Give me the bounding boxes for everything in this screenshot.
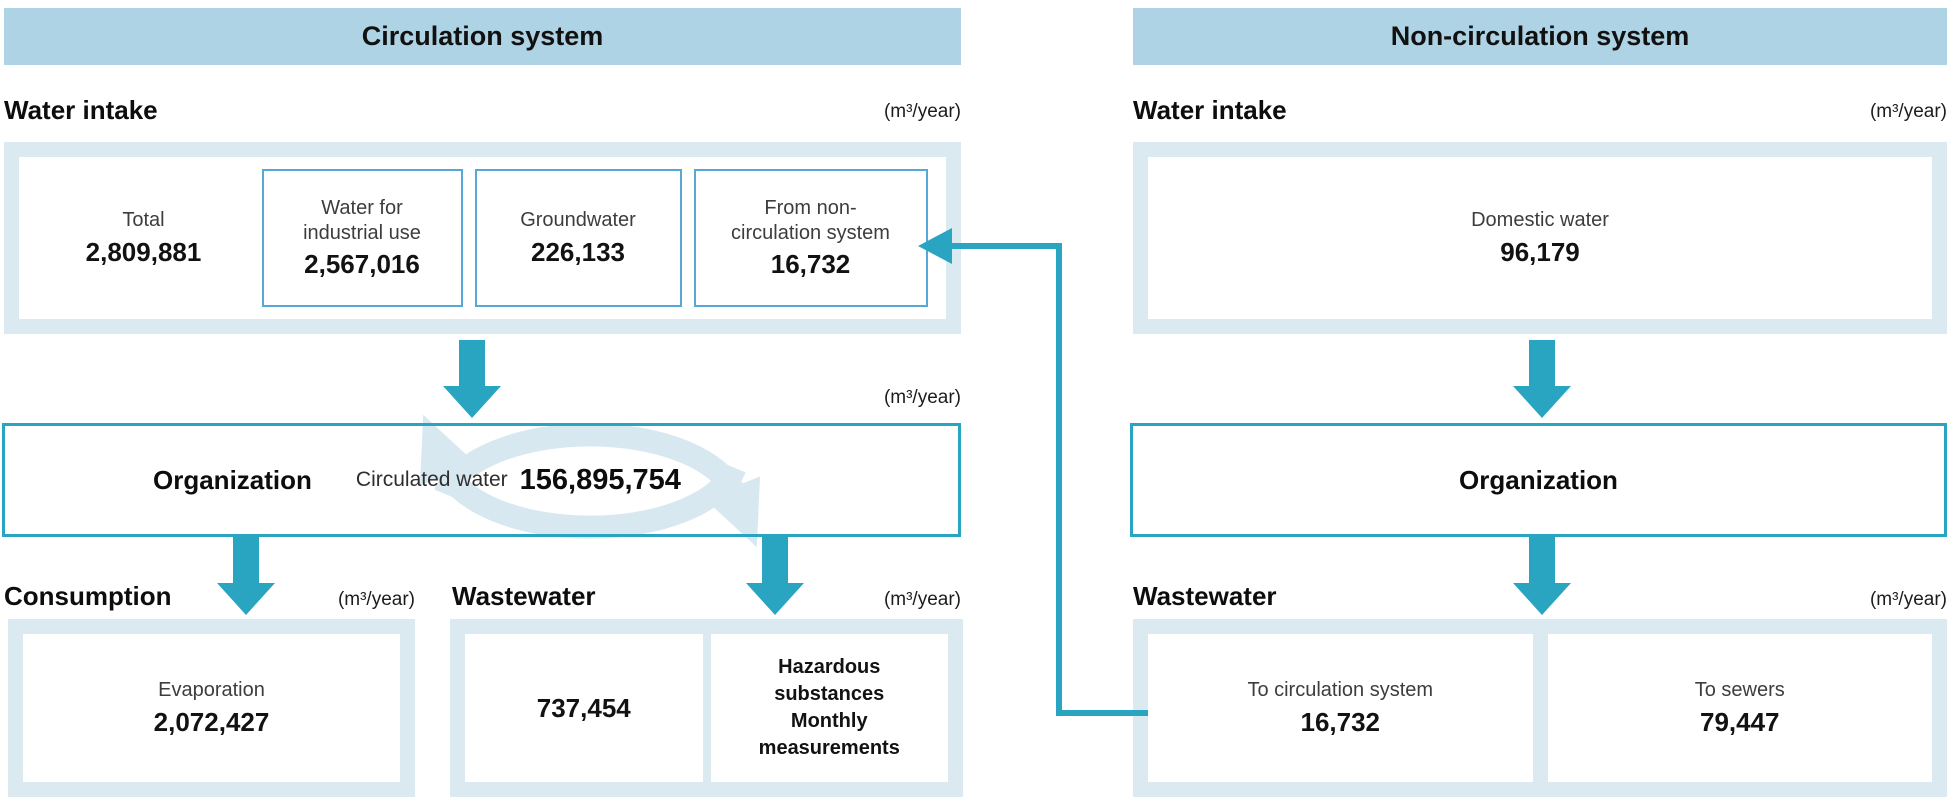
to-circulation-label: To circulation system <box>1247 679 1434 702</box>
wastewater-amount-value: 737,454 <box>536 692 631 723</box>
consumption-heading: Consumption <box>4 581 172 611</box>
left-intake-unit-label: (m³/year) <box>883 101 961 122</box>
consumption-panel: Evaporation 2,072,427 <box>8 619 415 797</box>
intake-box-from-noncirculation: From non-circulation system 16,732 <box>693 169 928 307</box>
right-wastewater-unit-label: (m³/year) <box>1869 589 1947 610</box>
left-intake-inner-box: Total 2,809,881 Water for industrial use… <box>19 157 946 319</box>
noncirculation-system-title: Non-circulation system <box>1390 21 1690 51</box>
circulation-system-title: Circulation system <box>361 21 604 51</box>
intake-noncirculation-value: 16,732 <box>770 248 851 279</box>
left-org-unit-label: (m³/year) <box>883 387 961 408</box>
intake-total-label: Total <box>122 209 165 232</box>
intake-box-groundwater: Groundwater 226,133 <box>474 169 682 307</box>
intake-noncirculation-label: From non-circulation system <box>731 197 890 244</box>
right-organization-title: Organization <box>1459 464 1618 495</box>
return-flow-connector-bottom <box>1056 710 1148 716</box>
left-organization-box: Organization Circulated water 156,895,75… <box>2 423 961 537</box>
right-wastewater-heading: Wastewater <box>1133 581 1277 611</box>
arrow-left-icon <box>918 228 952 264</box>
circulation-recycle-icon <box>419 414 761 548</box>
intake-industrial-value: 2,567,016 <box>304 248 420 279</box>
left-organization-title: Organization <box>153 464 312 495</box>
intake-groundwater-value: 226,133 <box>531 236 625 267</box>
flow-arrow-down-icon <box>746 537 804 615</box>
consumption-box: Evaporation 2,072,427 <box>23 634 400 782</box>
domestic-water-value: 96,179 <box>1500 236 1580 267</box>
left-intake-panel: Total 2,809,881 Water for industrial use… <box>4 142 961 334</box>
wastewater-amount-box: 737,454 <box>465 634 703 782</box>
right-intake-unit-label: (m³/year) <box>1869 101 1947 122</box>
return-flow-connector-top <box>948 243 1062 249</box>
wastewater-hazardous-box: Hazardous substances Monthly measurement… <box>710 634 948 782</box>
return-flow-connector-vertical <box>1056 243 1062 716</box>
to-sewers-value: 79,447 <box>1699 706 1780 737</box>
intake-total-cell: Total 2,809,881 <box>38 169 250 307</box>
to-sewers-box: To sewers 79,447 <box>1547 634 1932 782</box>
flow-arrow-down-icon <box>1513 537 1571 615</box>
left-wastewater-panel: 737,454 Hazardous substances Monthly mea… <box>450 619 963 797</box>
to-circulation-value: 16,732 <box>1300 706 1381 737</box>
flow-arrow-down-icon <box>1513 340 1571 418</box>
to-circulation-box: To circulation system 16,732 <box>1148 634 1533 782</box>
intake-industrial-label: Water for industrial use <box>303 197 421 244</box>
circulation-system-header: Circulation system <box>4 8 961 65</box>
left-wastewater-heading: Wastewater <box>452 581 596 611</box>
flow-arrow-down-icon <box>217 537 275 615</box>
intake-box-industrial: Water for industrial use 2,567,016 <box>261 169 463 307</box>
left-water-intake-heading: Water intake <box>4 95 158 125</box>
evaporation-value: 2,072,427 <box>153 706 270 737</box>
circulated-water-label: Circulated water <box>355 468 508 491</box>
right-organization-box: Organization <box>1130 423 1947 537</box>
intake-groundwater-label: Groundwater <box>520 209 636 232</box>
consumption-unit-label: (m³/year) <box>337 589 415 610</box>
right-wastewater-panel: To circulation system 16,732 To sewers 7… <box>1133 619 1947 797</box>
right-intake-panel: Domestic water 96,179 <box>1133 142 1947 334</box>
flow-arrow-down-icon <box>443 340 501 418</box>
noncirculation-system-header: Non-circulation system <box>1133 8 1947 65</box>
left-wastewater-unit-label: (m³/year) <box>883 589 961 610</box>
evaporation-label: Evaporation <box>158 679 265 702</box>
circulated-water-value: 156,895,754 <box>519 463 681 496</box>
domestic-water-box: Domestic water 96,179 <box>1148 157 1932 319</box>
to-sewers-label: To sewers <box>1694 679 1785 702</box>
hazardous-substances-note: Hazardous substances Monthly measurement… <box>758 656 900 759</box>
right-water-intake-heading: Water intake <box>1133 95 1287 125</box>
intake-total-value: 2,809,881 <box>85 236 202 267</box>
domestic-water-label: Domestic water <box>1471 209 1609 232</box>
